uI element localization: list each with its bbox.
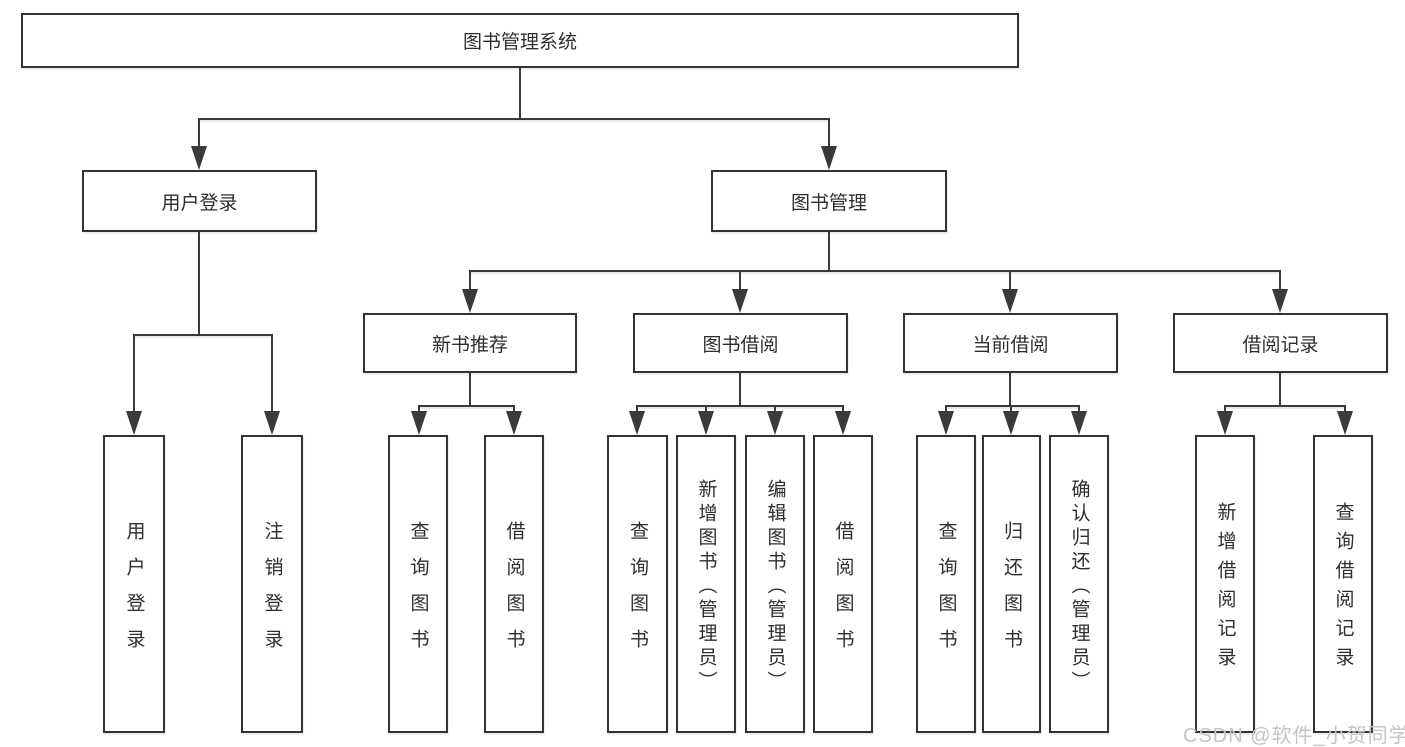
leaf-bor-borrow-books-label: 借阅图书 [832, 520, 854, 665]
connector-group1-drop2 [513, 405, 515, 415]
node-system-root-label: 图书管理系统 [462, 32, 577, 53]
leaf-logout: 注销登录 [241, 435, 303, 733]
connector-group2-drop3 [774, 405, 776, 415]
leaf-rcd-add-borrow-record-label: 新增借阅记录 [1214, 502, 1236, 676]
arrowhead-group2-leaf2 [698, 411, 714, 435]
connector-user-login-stem [198, 232, 200, 336]
connector-drop-book-borrow [739, 270, 741, 291]
arrowhead-group3-leaf2 [1003, 411, 1019, 435]
leaf-rcd-query-borrow-record: 查询借阅记录 [1313, 435, 1373, 733]
leaf-rec-query-books-label: 查询图书 [407, 520, 429, 665]
connector-group2-drop4 [842, 405, 844, 415]
leaf-rec-borrow-books: 借阅图书 [484, 435, 544, 733]
connector-group2-drop2 [705, 405, 707, 415]
arrowhead-group4-leaf1 [1217, 411, 1233, 435]
connector-root-stem [519, 68, 521, 119]
connector-group2-rail [636, 405, 844, 407]
node-current-borrow-label: 当前借阅 [972, 334, 1049, 356]
connector-group1-rail [418, 405, 515, 407]
connector-group3-stem [1009, 373, 1011, 407]
connector-user-login-rail [133, 334, 273, 336]
connector-group2-drop1 [636, 405, 638, 415]
connector-level3-rail [469, 270, 1281, 272]
arrowhead-user-login [191, 146, 207, 170]
connector-group4-rail [1224, 405, 1346, 407]
leaf-cur-confirm-return-admin-label: 确认归还（管理员） [1068, 478, 1090, 695]
connector-group1-stem [469, 373, 471, 407]
csdn-watermark: CSDN @软件_小贺同学 [1183, 725, 1405, 747]
leaf-cur-confirm-return-admin: 确认归还（管理员） [1049, 435, 1109, 733]
leaf-logout-label: 注销登录 [261, 520, 283, 665]
arrowhead-leaf-login [126, 411, 142, 435]
connector-group4-drop1 [1224, 405, 1226, 415]
connector-drop-book-mgmt [828, 118, 830, 148]
connector-drop-borrow-records [1279, 270, 1281, 291]
leaf-user-login: 用户登录 [103, 435, 165, 733]
arrowhead-group3-leaf1 [938, 411, 954, 435]
connector-drop-leaf-logout [271, 334, 273, 413]
connector-group3-drop3 [1078, 405, 1080, 415]
arrowhead-group4-leaf2 [1337, 411, 1353, 435]
leaf-cur-query-books-label: 查询图书 [935, 520, 957, 665]
connector-book-mgmt-stem [828, 232, 830, 272]
node-borrow-records: 借阅记录 [1173, 313, 1388, 373]
connector-drop-leaf-login [133, 334, 135, 413]
leaf-rec-query-books: 查询图书 [388, 435, 448, 733]
arrowhead-book-mgmt [821, 146, 837, 170]
node-book-borrow: 图书借阅 [633, 313, 848, 373]
connector-level2-rail [198, 118, 830, 120]
arrowhead-group1-leaf1 [411, 411, 427, 435]
connector-group4-drop2 [1344, 405, 1346, 415]
leaf-rec-borrow-books-label: 借阅图书 [503, 520, 525, 665]
leaf-cur-query-books: 查询图书 [916, 435, 976, 733]
connector-group1-drop1 [418, 405, 420, 415]
node-new-book-recommend: 新书推荐 [363, 313, 577, 373]
node-borrow-records-label: 借阅记录 [1242, 334, 1319, 356]
node-current-borrow: 当前借阅 [903, 313, 1118, 373]
arrowhead-group1-leaf2 [506, 411, 522, 435]
arrowhead-leaf-logout [264, 411, 280, 435]
leaf-bor-add-book-admin-label: 新增图书（管理员） [695, 478, 717, 695]
leaf-cur-return-books-label: 归还图书 [1001, 520, 1022, 665]
arrowhead-book-borrow [732, 289, 748, 313]
leaf-bor-query-books-label: 查询图书 [627, 520, 648, 665]
leaf-bor-add-book-admin: 新增图书（管理员） [676, 435, 736, 733]
connector-group4-stem [1279, 373, 1281, 407]
node-book-management: 图书管理 [711, 170, 947, 232]
arrowhead-group2-leaf3 [767, 411, 783, 435]
leaf-bor-borrow-books: 借阅图书 [813, 435, 873, 733]
connector-group2-stem [739, 373, 741, 407]
node-user-login: 用户登录 [82, 170, 317, 232]
node-book-borrow-label: 图书借阅 [702, 334, 779, 356]
arrowhead-borrow-records [1272, 289, 1288, 313]
arrowhead-current-borrow [1002, 289, 1018, 313]
arrowhead-group2-leaf1 [629, 411, 645, 435]
node-user-login-label: 用户登录 [161, 192, 238, 214]
connector-group3-rail [945, 405, 1080, 407]
arrowhead-group2-leaf4 [835, 411, 851, 435]
leaf-bor-edit-book-admin: 编辑图书（管理员） [745, 435, 805, 733]
leaf-cur-return-books: 归还图书 [982, 435, 1041, 733]
connector-group3-drop1 [945, 405, 947, 415]
node-new-book-recommend-label: 新书推荐 [431, 334, 508, 356]
leaf-user-login-label: 用户登录 [123, 520, 145, 665]
connector-drop-new-book [469, 270, 471, 291]
connector-drop-user-login [198, 118, 200, 148]
node-system-root: 图书管理系统 [21, 13, 1019, 68]
node-book-management-label: 图书管理 [790, 192, 867, 214]
leaf-rcd-add-borrow-record: 新增借阅记录 [1195, 435, 1255, 733]
connector-group3-drop2 [1010, 405, 1012, 415]
leaf-rcd-query-borrow-record-label: 查询借阅记录 [1332, 502, 1354, 676]
arrowhead-group3-leaf3 [1071, 411, 1087, 435]
leaf-bor-edit-book-admin-label: 编辑图书（管理员） [764, 478, 786, 695]
connector-drop-current-borrow [1009, 270, 1011, 291]
arrowhead-new-book [462, 289, 478, 313]
leaf-bor-query-books: 查询图书 [607, 435, 668, 733]
